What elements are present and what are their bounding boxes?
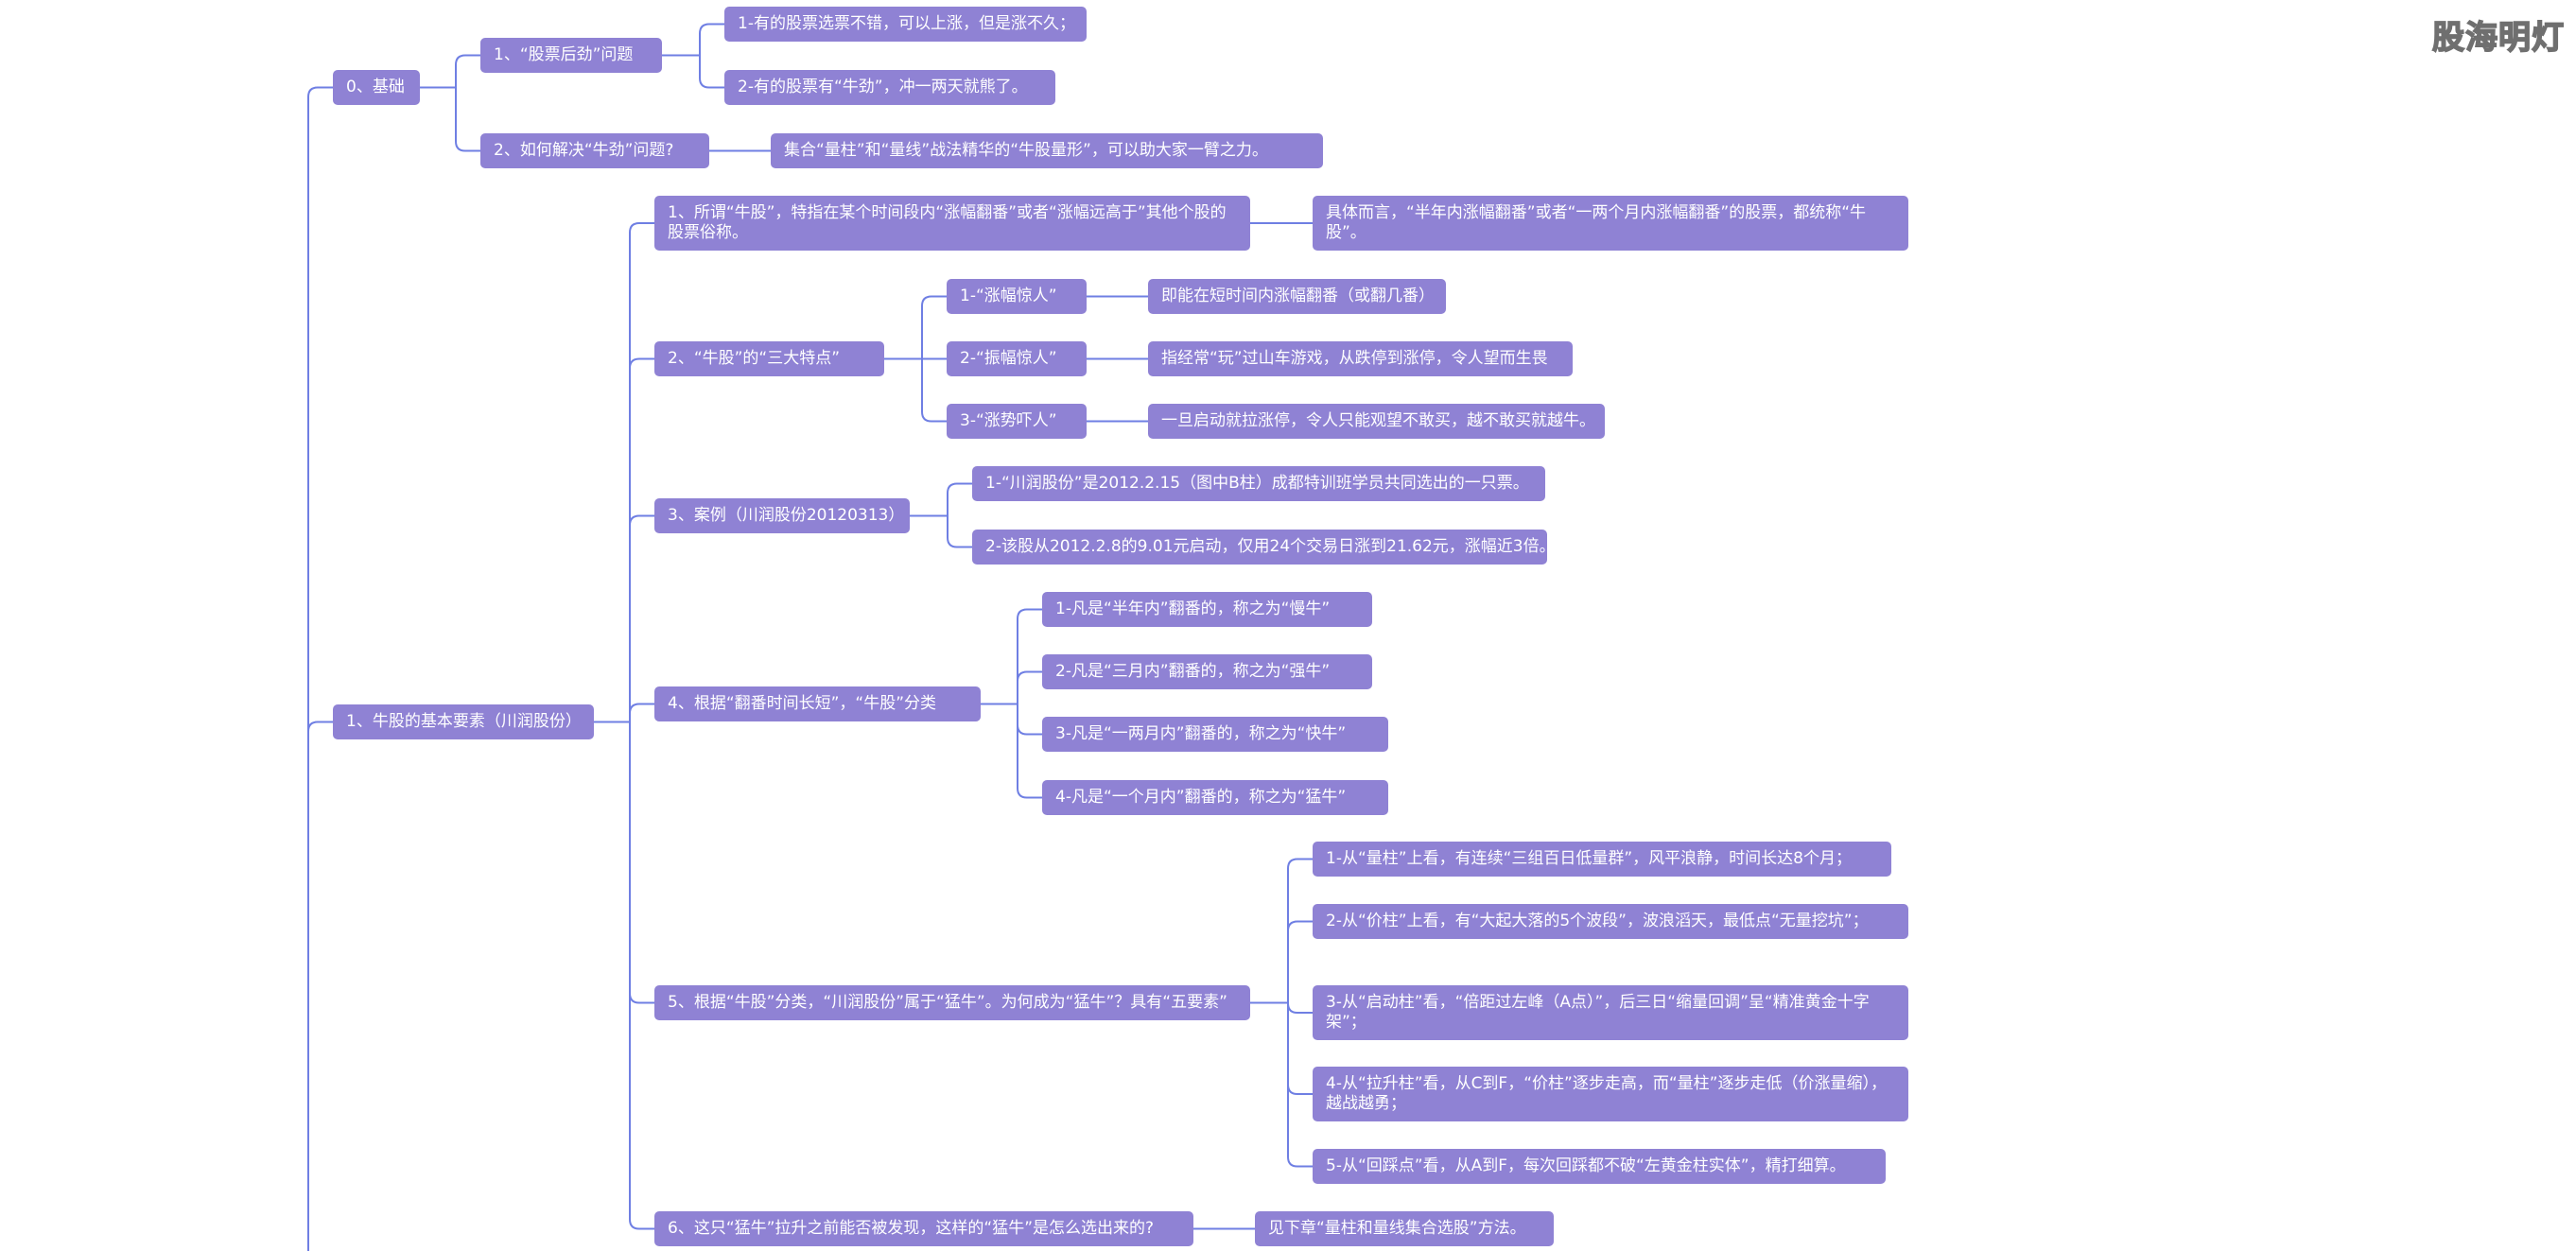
node-how-to-select[interactable]: 6、这只“猛牛”拉升之前能否被发现，这样的“猛牛”是怎么选出来的? xyxy=(654,1211,1193,1246)
node-class-strong-bull[interactable]: 2-凡是“三月内”翻番的，称之为“强牛” xyxy=(1042,654,1372,689)
connector-n1-n1_1 xyxy=(629,222,654,722)
node-solution-answer[interactable]: 集合“量柱”和“量线”战法精华的“牛股量形”，可以助大家一臂之力。 xyxy=(771,133,1323,168)
connector-n1_3-n1_3_2 xyxy=(947,515,972,548)
connector-n0-n0_2 xyxy=(455,87,480,152)
connector-n1_4-n1_4_1 xyxy=(1017,608,1042,704)
node-stamina-point-1[interactable]: 1-有的股票选票不错，可以上涨，但是涨不久； xyxy=(724,7,1087,42)
connector-n1_5-n1_5_5 xyxy=(1287,1002,1313,1168)
connector-n0_1-n0_1_2 xyxy=(699,55,724,89)
node-case-point-2[interactable]: 2-该股从2012.2.8的9.01元启动，仅用24个交易日涨到21.62元，涨… xyxy=(972,530,1556,565)
connector-n1_5-n1_5_2 xyxy=(1287,920,1313,1003)
connector-root-n1 xyxy=(307,721,333,732)
watermark-logo: 股海明灯 xyxy=(2431,18,2565,58)
connector-n1_4-n1_4_4 xyxy=(1017,704,1042,799)
connector-n1_4-n1_4_2 xyxy=(1017,670,1042,704)
node-element-4[interactable]: 4-从“拉升柱”看，从C到F，“价柱”逐步走高，而“量柱”逐步走低（价涨量缩），… xyxy=(1313,1067,1908,1121)
connector-root-n0 xyxy=(307,86,333,97)
node-class-slow-bull[interactable]: 1-凡是“半年内”翻番的，称之为“慢牛” xyxy=(1042,592,1372,627)
node-bull-definition[interactable]: 1、所谓“牛股”，特指在某个时间段内“涨幅翻番”或者“涨幅远高于”其他个股的股票… xyxy=(654,196,1250,251)
node-feature-1-detail[interactable]: 即能在短时间内涨幅翻番（或翻几番） xyxy=(1148,279,1446,314)
connector-n1_4-n1_4_3 xyxy=(1017,704,1042,736)
node-feature-3-detail[interactable]: 一旦启动就拉涨停，令人只能观望不敢买，越不敢买就越牛。 xyxy=(1148,404,1605,439)
node-how-to-solve[interactable]: 2、如何解决“牛劲”问题? xyxy=(480,133,709,168)
connector-n1_3-n1_3_1 xyxy=(947,482,972,516)
node-feature-3[interactable]: 3-“涨势吓人” xyxy=(947,404,1087,439)
connector-n1-n1_2 xyxy=(629,357,654,722)
node-case-point-1[interactable]: 1-“川润股份”是2012.2.15（图中B柱）成都特训班学员共同选出的一只票。 xyxy=(972,466,1545,501)
connector-n1-n1_4 xyxy=(629,703,654,722)
node-see-next-chapter[interactable]: 见下章“量柱和量线集合选股”方法。 xyxy=(1255,1211,1554,1246)
node-element-5[interactable]: 5-从“回踩点”看，从A到F，每次回踩都不破“左黄金柱实体”，精打细算。 xyxy=(1313,1149,1886,1184)
node-classification[interactable]: 4、根据“翻番时间长短”，“牛股”分类 xyxy=(654,686,981,721)
node-feature-2[interactable]: 2-“振幅惊人” xyxy=(947,341,1087,376)
connector-n1_5-n1_5_3 xyxy=(1287,1002,1313,1014)
node-five-elements[interactable]: 5、根据“牛股”分类，“川润股份”属于“猛牛”。为何成为“猛牛”？具有“五要素” xyxy=(654,985,1250,1020)
connector-n1_5-n1_5_1 xyxy=(1287,858,1313,1003)
node-bull-stock-elements[interactable]: 1、牛股的基本要素（川润股份） xyxy=(333,704,594,739)
node-element-1[interactable]: 1-从“量柱”上看，有连续“三组百日低量群”，风平浪静，时间长达8个月； xyxy=(1313,842,1891,877)
node-feature-1[interactable]: 1-“涨幅惊人” xyxy=(947,279,1087,314)
node-definition-detail[interactable]: 具体而言，“半年内涨幅翻番”或者“一两个月内涨幅翻番”的股票，都统称“牛股”。 xyxy=(1313,196,1908,251)
node-stock-stamina-issue[interactable]: 1、“股票后劲”问题 xyxy=(480,38,662,73)
connector-n0_1-n0_1_1 xyxy=(699,23,724,56)
connector-n1_2-n1_2_1 xyxy=(921,295,947,359)
connector-n0-n0_1 xyxy=(455,54,480,88)
node-stamina-point-2[interactable]: 2-有的股票有“牛劲”，冲一两天就熊了。 xyxy=(724,70,1055,105)
node-three-features[interactable]: 2、“牛股”的“三大特点” xyxy=(654,341,884,376)
node-basics[interactable]: 0、基础 xyxy=(333,70,420,105)
connector-n1-n1_3 xyxy=(629,514,654,722)
node-case-study[interactable]: 3、案例（川润股份20120313） xyxy=(654,498,910,533)
connector-n1_2-n1_2_3 xyxy=(921,358,947,423)
connector-n1-n1_6 xyxy=(629,721,654,1230)
connector-n1-n1_5 xyxy=(629,721,654,1004)
node-class-fierce-bull[interactable]: 4-凡是“一个月内”翻番的，称之为“猛牛” xyxy=(1042,780,1388,815)
connector-n1_5-n1_5_4 xyxy=(1287,1002,1313,1095)
node-element-2[interactable]: 2-从“价柱”上看，有“大起大落的5个波段”，波浪滔天，最低点“无量挖坑”； xyxy=(1313,904,1908,939)
node-feature-2-detail[interactable]: 指经常“玩”过山车游戏，从跌停到涨停，令人望而生畏 xyxy=(1148,341,1573,376)
node-element-3[interactable]: 3-从“启动柱”看，“倍距过左峰（A点）”，后三日“缩量回调”呈“精准黄金十字架… xyxy=(1313,985,1908,1040)
node-class-fast-bull[interactable]: 3-凡是“一两月内”翻番的，称之为“快牛” xyxy=(1042,717,1388,752)
